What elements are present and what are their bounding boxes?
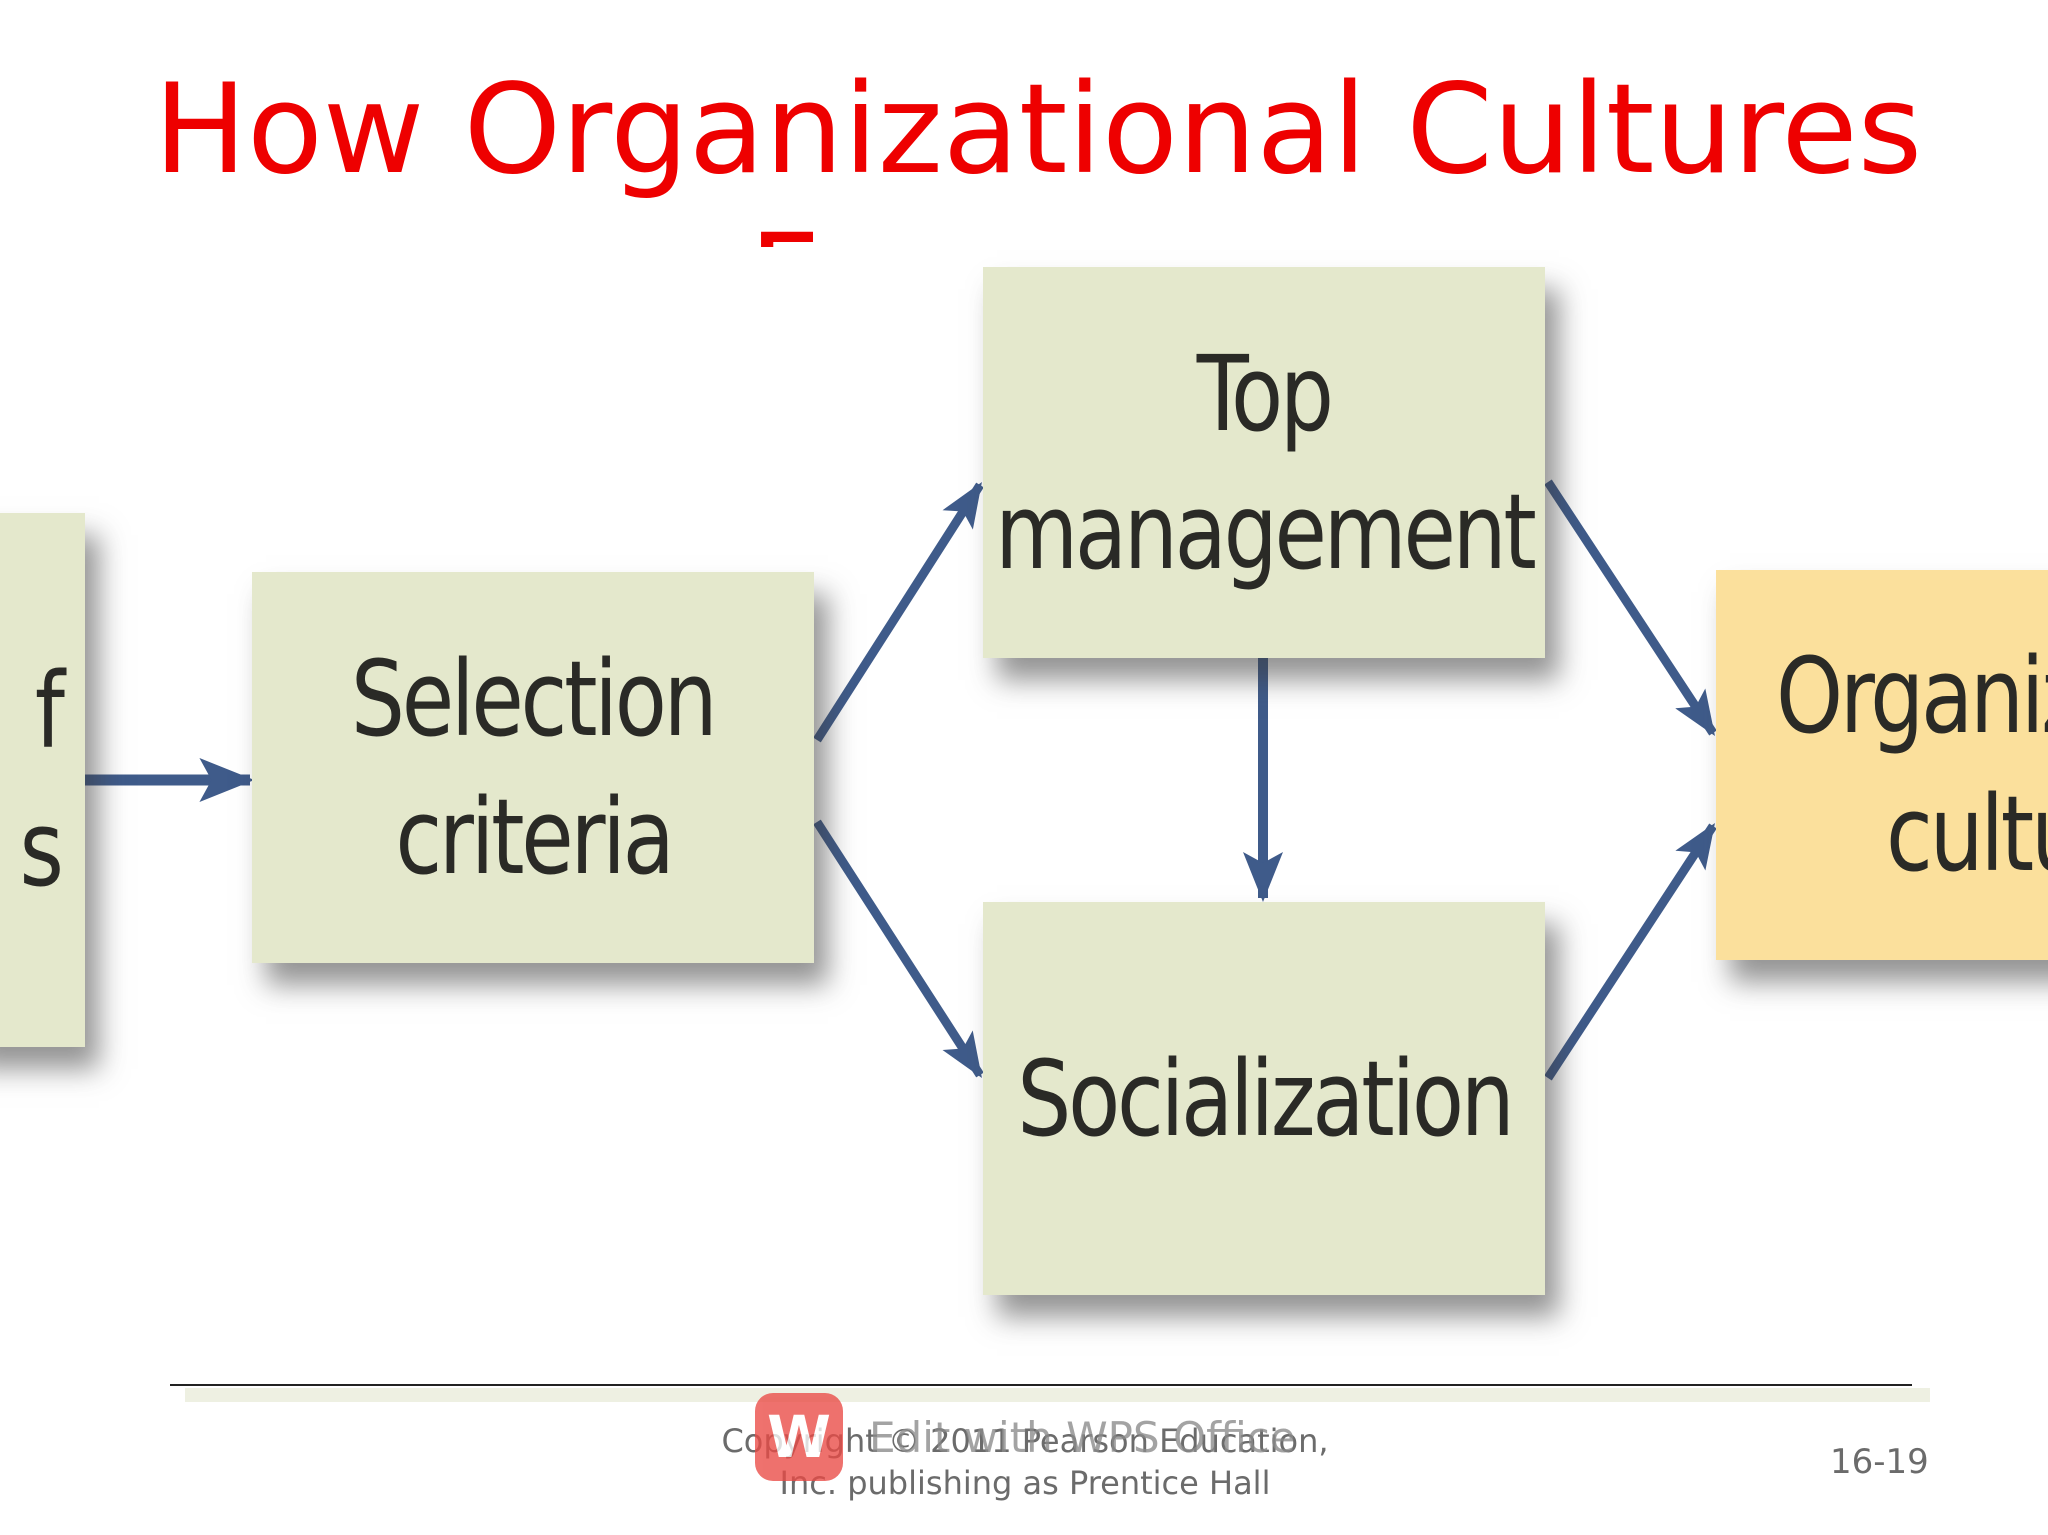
wps-watermark[interactable]: W Edit with WPS Office (755, 1393, 1296, 1481)
page-number: 16-19 (1830, 1442, 1929, 1482)
footer-copyright-line2: Inc. publishing as Prentice Hall (779, 1464, 1271, 1502)
node-left-partial-line2: s (19, 788, 63, 910)
slide-title: How Organizational Cultures (153, 58, 1923, 202)
node-organizational-culture-line2: cultu (1886, 773, 2048, 895)
wps-watermark-text: Edit with WPS Office (869, 1412, 1296, 1462)
slide-title-line2: Form (0, 205, 1810, 247)
node-socialization: Socialization (983, 902, 1545, 1295)
wps-office-logo-icon: W (755, 1393, 843, 1481)
node-top-management-line1: Top (1196, 332, 1334, 455)
node-socialization-line1: Socialization (1016, 1037, 1515, 1160)
node-left-partial-line1: f (35, 650, 65, 772)
node-left-partial: f s (0, 513, 85, 1047)
node-top-management: Top management (983, 267, 1545, 658)
node-organizational-culture: Organiz cultu (1716, 570, 2048, 960)
slide-title-overflow: Form (0, 205, 2048, 247)
arrow-selection-to-socialization (813, 819, 984, 1079)
arrow-selection-to-top-management (813, 481, 984, 743)
footer-divider (170, 1384, 1912, 1386)
node-selection-criteria: Selection criteria (252, 572, 814, 963)
node-top-management-line2: management (994, 470, 1537, 593)
arrow-top-management-to-org-culture (1544, 479, 1717, 737)
node-selection-criteria-line1: Selection (351, 637, 718, 760)
footer-divider-shade (185, 1388, 1930, 1402)
node-organizational-culture-line1: Organiz (1776, 635, 2048, 757)
node-selection-criteria-line2: criteria (394, 775, 675, 898)
arrow-socialization-to-org-culture (1544, 822, 1717, 1081)
